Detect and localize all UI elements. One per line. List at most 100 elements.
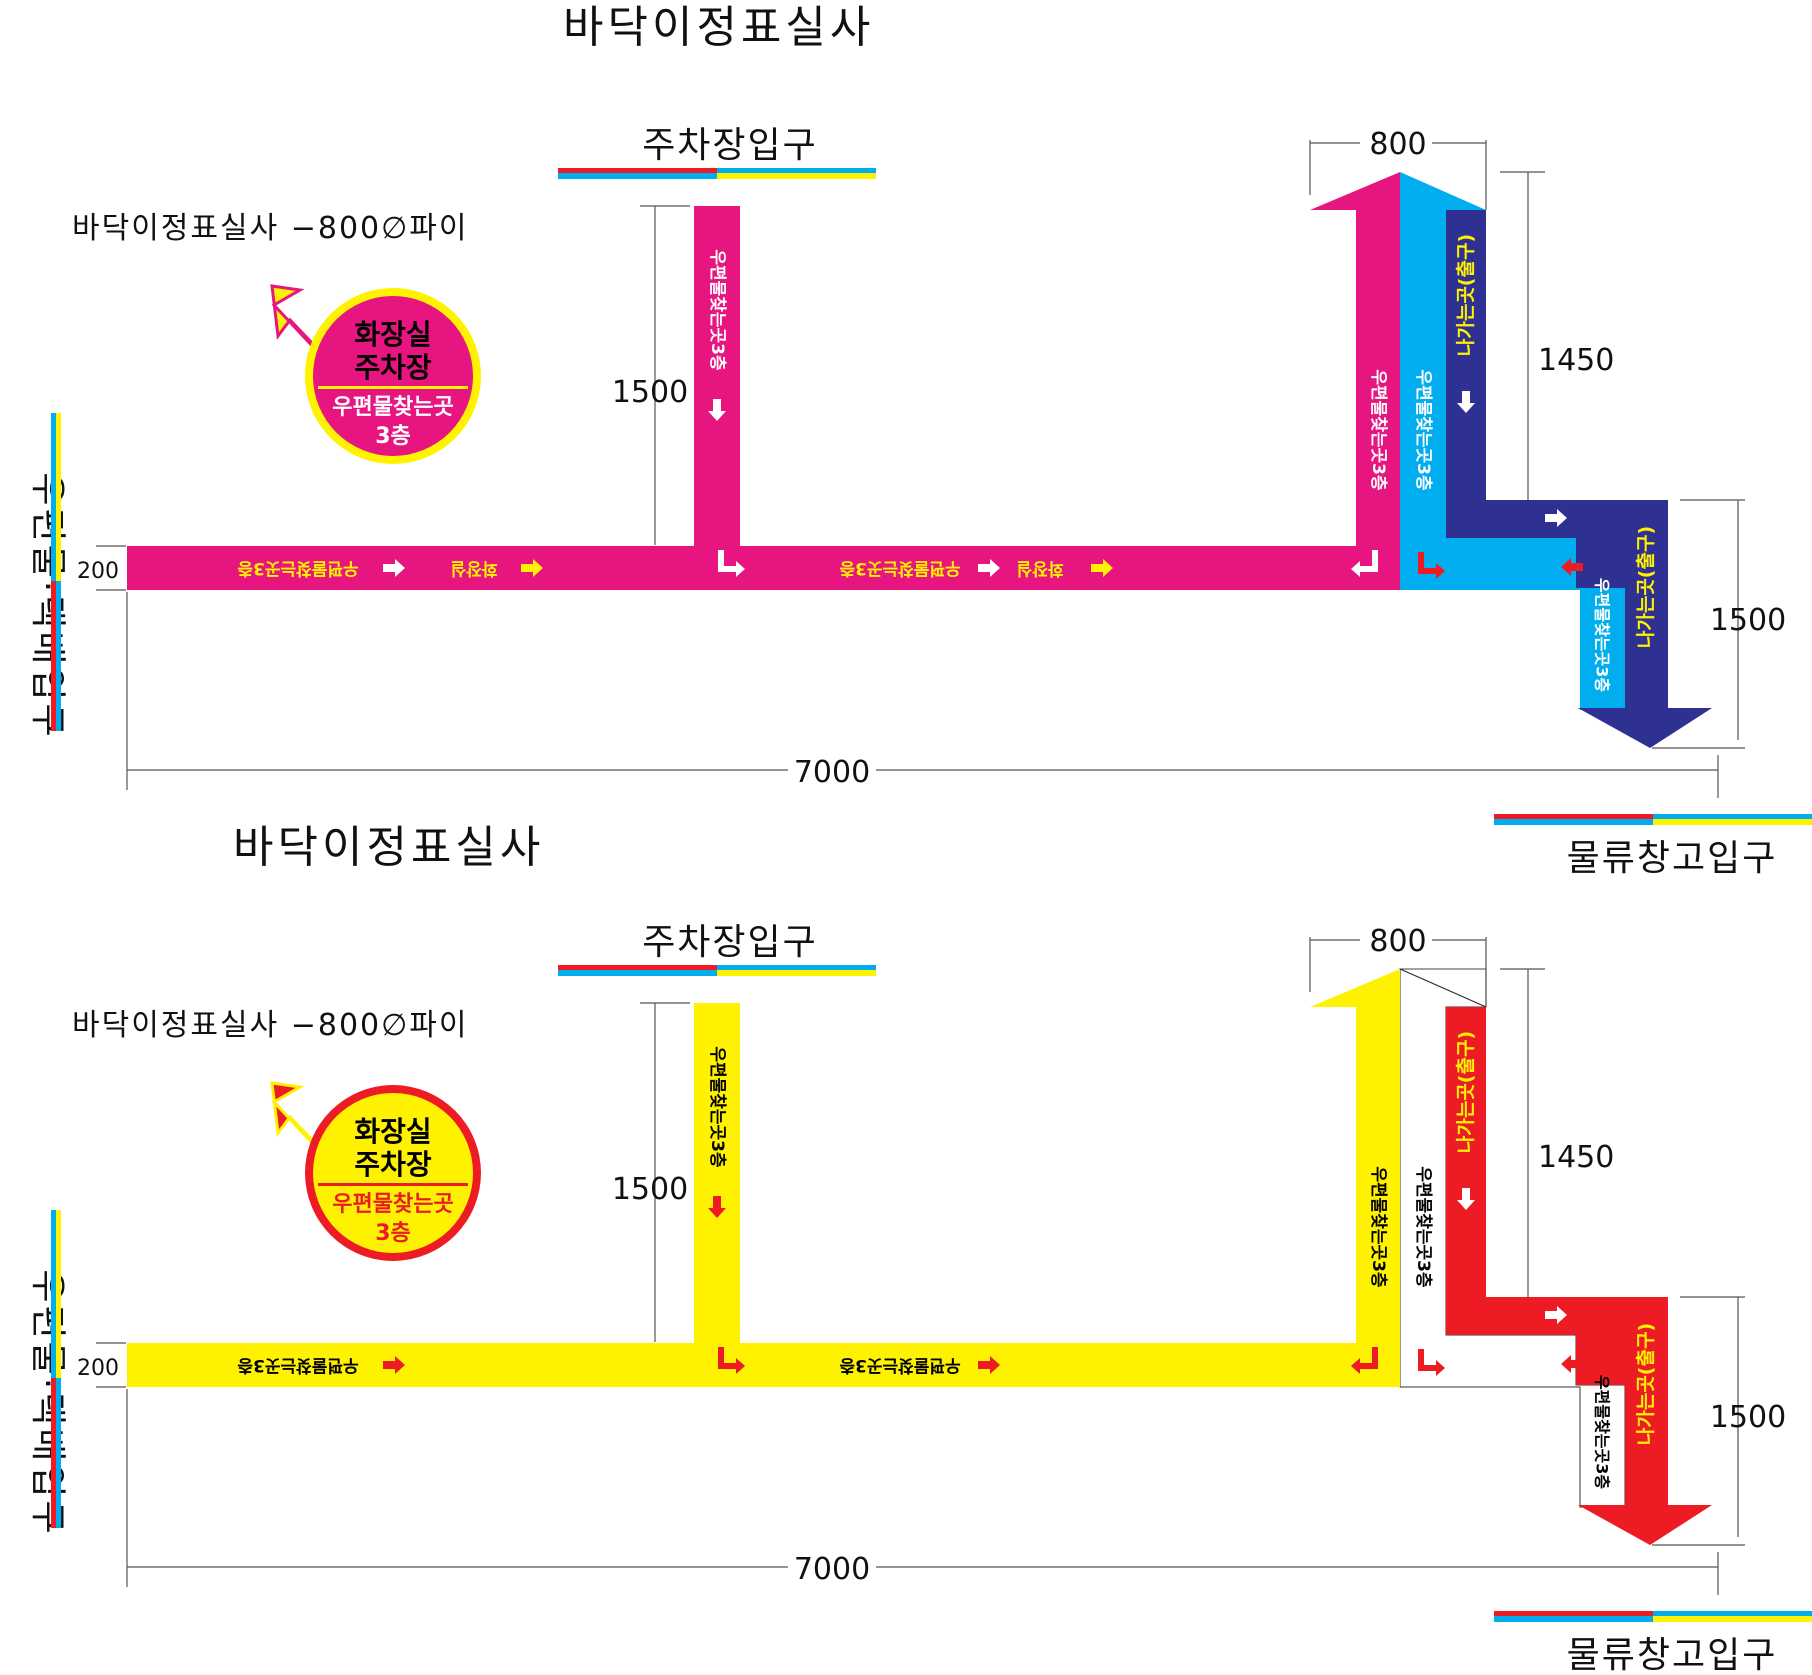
warehouse-entrance-bar-yellow: [1653, 819, 1812, 825]
parking-vertical-bar: [694, 1003, 740, 1348]
spec-label: 바닥이정표실사 −800∅파이: [72, 1008, 468, 1043]
glyph-left-1-shape: [1561, 558, 1583, 576]
branch-exit-text-2: 나가는곳(출구): [1635, 1323, 1657, 1445]
glyph-left-1-shape: [1561, 1355, 1583, 1373]
floor-text-left: 우편물찾는곳3층: [237, 558, 359, 579]
side-bar-cyan-2: [56, 581, 61, 731]
parking-entrance-label: 주차장입구: [642, 125, 818, 166]
dim-1450: 1450: [1538, 1140, 1614, 1175]
glyph-right-4-shape: [1091, 559, 1113, 577]
side-bar-cyan-2: [56, 1378, 61, 1528]
secondary-lane: [1400, 172, 1625, 710]
parking-entrance-bar-red: [558, 168, 717, 173]
side-bar-cyan: [51, 413, 56, 581]
glyph-right-2-shape: [521, 559, 543, 577]
main-horizontal-bar: [127, 546, 1400, 590]
warehouse-entrance-label: 물류창고입구: [1567, 1635, 1778, 1675]
warehouse-entrance-label: 물류창고입구: [1567, 838, 1778, 879]
glyph-right-5: [1545, 1306, 1567, 1324]
parking-vertical-bar: [694, 206, 740, 551]
parking-entrance-bar-cyan: [558, 173, 717, 179]
glyph-left-1: [1561, 1355, 1583, 1373]
warehouse-entrance-bar-cyan: [1494, 819, 1653, 825]
dim-total: 7000: [794, 1552, 870, 1587]
glyph-corner-1: [718, 1347, 745, 1374]
dim-1500-right: 1500: [1710, 1400, 1786, 1435]
glyph-corner-2-shape: [1351, 1347, 1378, 1374]
glyph-right-3: [978, 1356, 1000, 1374]
branch-exit-text: 나가는곳(출구): [1455, 234, 1477, 356]
dim-200: 200: [77, 559, 119, 584]
side-entrance-label: 우편물·택배입구: [27, 1269, 68, 1536]
glyph-right-2: [521, 559, 543, 577]
dim-1500-left: 1500: [612, 375, 688, 410]
glyph-right-1: [383, 559, 405, 577]
parking-vertical-text: 우편물찾는곳3층: [707, 1046, 728, 1168]
glyph-corner-3: [1418, 552, 1445, 579]
main-up-arrow: [1310, 172, 1400, 546]
warehouse-entrance-bar-yellow: [1653, 1616, 1812, 1622]
circle-divider: [318, 386, 468, 389]
branch-exit-text: 나가는곳(출구): [1455, 1031, 1477, 1153]
circle-line-parking: 주차장: [354, 351, 432, 384]
dim-1500-right: 1500: [1710, 603, 1786, 638]
circle-line-floor: 3층: [375, 1221, 411, 1246]
circle-badge: [313, 1093, 473, 1253]
glyph-corner-3-shape: [1418, 552, 1445, 579]
glyph-right-1-shape: [383, 1356, 405, 1374]
glyph-corner-1-shape: [718, 1347, 745, 1374]
dim-width: 800: [1369, 127, 1426, 162]
side-bar-red: [51, 1378, 56, 1528]
floor-text-mid: 우편물찾는곳3층: [839, 1355, 961, 1376]
dim-total: 7000: [794, 755, 870, 790]
warehouse-entrance-bar-cyan-2: [1653, 814, 1812, 819]
parking-entrance-bar-cyan-2: [717, 965, 876, 970]
branch-lower-text: 우편물찾는곳3층: [1593, 578, 1612, 692]
glyph-down-1: [708, 1196, 726, 1218]
secondary-lane-text: 우편물찾는곳3층: [1413, 1166, 1434, 1288]
glyph-right-4: [1091, 559, 1113, 577]
circle-line-restroom: 화장실: [354, 1115, 431, 1148]
glyph-corner-2-shape: [1351, 550, 1378, 577]
glyph-right-5-shape: [1545, 1306, 1567, 1324]
circle-line-mail: 우편물찾는곳: [332, 395, 453, 420]
parking-vertical-text: 우편물찾는곳3층: [707, 249, 728, 371]
glyph-right-5: [1545, 509, 1567, 527]
floor-text-left: 우편물찾는곳3층: [237, 1355, 359, 1376]
parking-entrance-bar-cyan: [558, 970, 717, 976]
glyph-right-3-shape: [978, 1356, 1000, 1374]
warehouse-entrance-bar-cyan-2: [1653, 1611, 1812, 1616]
glyph-right-5-shape: [1545, 509, 1567, 527]
restroom-text-mid: 화장실: [1017, 558, 1064, 578]
glyph-corner-3-shape: [1418, 1349, 1445, 1376]
side-bar-yellow: [56, 413, 61, 581]
glyph-down-2-shape: [1457, 1188, 1475, 1210]
up-arrow-text: 우편물찾는곳3층: [1368, 1166, 1389, 1288]
floor-text-mid: 우편물찾는곳3층: [839, 558, 961, 579]
parking-entrance-bar-yellow: [717, 970, 876, 976]
warehouse-entrance-bar-cyan: [1494, 1616, 1653, 1622]
main-title: 바닥이정표실사: [563, 2, 874, 53]
glyph-right-3-shape: [978, 559, 1000, 577]
circle-divider: [318, 1183, 468, 1186]
branch-exit-text-2: 나가는곳(출구): [1635, 526, 1657, 648]
side-bar-red: [51, 581, 56, 731]
dim-200: 200: [77, 1356, 119, 1381]
parking-entrance-bar-cyan-2: [717, 168, 876, 173]
branch-lower-text: 우편물찾는곳3층: [1593, 1375, 1612, 1489]
side-bar-cyan: [51, 1210, 56, 1378]
glyph-down-1-shape: [708, 1196, 726, 1218]
glyph-corner-1: [718, 550, 745, 577]
dim-1450: 1450: [1538, 343, 1614, 378]
spec-label: 바닥이정표실사 −800∅파이: [72, 211, 468, 246]
secondary-lane-text: 우편물찾는곳3층: [1413, 369, 1434, 491]
parking-entrance-label: 주차장입구: [642, 922, 818, 963]
main-title: 바닥이정표실사: [233, 822, 544, 873]
glyph-right-1: [383, 1356, 405, 1374]
side-bar-yellow: [56, 1210, 61, 1378]
glyph-down-1: [708, 399, 726, 421]
glyph-down-1-shape: [708, 399, 726, 421]
